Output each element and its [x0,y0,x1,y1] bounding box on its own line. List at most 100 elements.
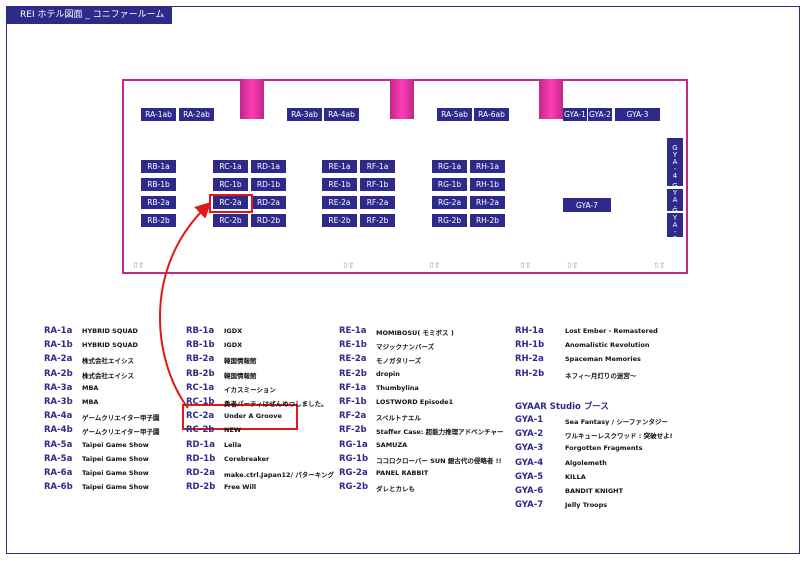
legend-booth-id: RG-1b [339,453,369,464]
booth-rf-2b: RF-2b [360,214,395,227]
legend-exhibitor-name: Jelly Troops [565,501,608,510]
booth-rc-1b: RC-1b [213,178,248,191]
door-arrows-icon: ⇧⇧ [653,261,665,270]
legend-booth-id: RF-2b [339,425,367,436]
legend-booth-id: GYA-2 [515,429,544,440]
legend-exhibitor-name: Taipei Game Show [82,440,149,449]
legend-exhibitor-name: MBA [82,383,99,392]
booth-rg-2b: RG-2b [432,214,467,227]
booth-gya-2: GYA-2 [588,108,612,121]
door-arrows-icon: ⇧⇧ [519,261,531,270]
booth-label-char: G [672,206,678,215]
booth-rh-1a: RH-1a [470,160,505,173]
legend-exhibitor-name: Lost Ember - Remastered [565,327,658,335]
legend-booth-id: RC-2a [186,411,215,422]
legend-exhibitor-name: ゲームクリエイター甲子園 [82,428,160,437]
legend-exhibitor-name: Taipei Game Show [82,454,149,463]
booth-rh-1b: RH-1b [470,178,505,191]
legend-booth-id: RD-1b [186,453,216,464]
legend-exhibitor-name: 株式会社エイシス [82,357,134,366]
booth-label-char: G [672,143,678,152]
legend-exhibitor-name: Taipei Game Show [82,468,149,477]
legend-booth-id: RB-1a [186,326,215,336]
pillar [539,79,563,119]
booth-label-char: Y [672,213,678,222]
legend-booth-id: RA-3a [44,382,73,393]
legend-booth-id: GYA-7 [515,500,544,511]
booth-gya-1: GYA-1 [563,108,587,121]
booth-rg-1b: RG-1b [432,178,467,191]
booth-rb-1b: RB-1b [141,178,176,191]
booth-rd-1b: RD-1b [251,178,286,191]
booth-rc-2a: RC-2a [213,196,248,209]
booth-rg-2a: RG-2a [432,196,467,209]
legend-exhibitor-name: Under A Groove [224,412,282,421]
legend-exhibitor-name: Corebreaker [224,454,270,463]
legend-booth-id: RA-6b [44,482,73,493]
booth-rh-2a: RH-2a [470,196,505,209]
legend-exhibitor-name: Free Will [224,483,257,492]
booth-label-char: A [672,157,678,166]
legend-exhibitor-name: dropin [376,369,400,378]
legend-exhibitor-name: Taipei Game Show [82,483,149,492]
legend-booth-id: RG-2a [339,467,368,478]
legend-booth-id: RF-1b [339,396,367,407]
map-frame [6,6,800,554]
legend-exhibitor-name: make.ctrl.Japan12/ パターキング [224,470,335,479]
legend-booth-id: RE-1b [339,340,367,351]
booth-label-char: 4 [672,171,678,180]
booth-label-char: - [673,202,677,211]
booth-re-2b: RE-2b [322,214,357,227]
booth-label-char: - [673,227,677,236]
door-arrows-icon: ⇧⇧ [566,261,578,270]
legend-booth-id: RC-1a [186,382,215,393]
booth-label-char: A [672,220,678,229]
legend-booth-id: RH-2a [515,354,544,365]
legend-exhibitor-name: 株式会社エイシス [82,371,134,380]
booth-gya-7: GYA-7 [563,198,611,212]
legend-booth-id: RG-2b [339,482,369,493]
legend-exhibitor-name: IGDX [224,327,243,335]
booth-re-1b: RE-1b [322,178,357,191]
booth-ra-6ab: RA-6ab [474,108,509,121]
legend-booth-id: RD-2a [186,467,215,478]
booth-ra-3ab: RA-3ab [287,108,322,121]
legend-exhibitor-name: ネフィ〜月灯りの迷宮〜 [565,371,637,380]
door-arrows-icon: ⇧⇧ [428,261,440,270]
booth-rf-2a: RF-2a [360,196,395,209]
booth-rd-2b: RD-2b [251,214,286,227]
legend-exhibitor-name: スペルトナエル [376,414,422,423]
legend-exhibitor-name: NEW [224,426,242,435]
booth-label-char: - [673,164,677,173]
legend-exhibitor-name: モノガタリーズ [376,357,422,366]
legend-booth-id: RF-2a [339,411,367,422]
legend-booth-id: GYA-3 [515,443,544,454]
booth-rc-1a: RC-1a [213,160,248,173]
booth-rb-2a: RB-2a [141,196,176,209]
booth-label-char: Y [672,188,678,197]
legend-exhibitor-name: イカスミーション [224,385,276,394]
booth-rh-2b: RH-2b [470,214,505,227]
legend-exhibitor-name: 勇者パーティはぜんめつしました。 [224,399,328,408]
booth-rf-1b: RF-1b [360,178,395,191]
legend-booth-id: GYA-1 [515,415,544,425]
legend-exhibitor-name: 韓国情報館 [224,371,257,380]
map-title: REI ホテル図面 _ コニファールーム [6,6,172,24]
legend-booth-id: GYA-4 [515,457,544,468]
legend-booth-id: RB-2a [186,354,215,365]
legend-exhibitor-name: HYBRID SQUAD [82,327,138,335]
legend-exhibitor-name: Spaceman Memories [565,355,641,364]
legend-exhibitor-name: Forgotten Fragments [565,444,643,453]
legend-booth-id: RA-1a [44,326,73,336]
booth-label-char: 6 [672,234,678,243]
studio-heading: GYAAR Studio ブース [515,402,609,412]
legend-exhibitor-name: Sea Fantasy / シーファンタジー [565,418,668,426]
booth-re-1a: RE-1a [322,160,357,173]
booth-ra-5ab: RA-5ab [437,108,472,121]
pillar [390,79,414,119]
legend-exhibitor-name: KILLA [565,472,586,481]
door-arrows-icon: ⇧⇧ [132,261,144,270]
booth-ra-2ab: RA-2ab [179,108,214,121]
